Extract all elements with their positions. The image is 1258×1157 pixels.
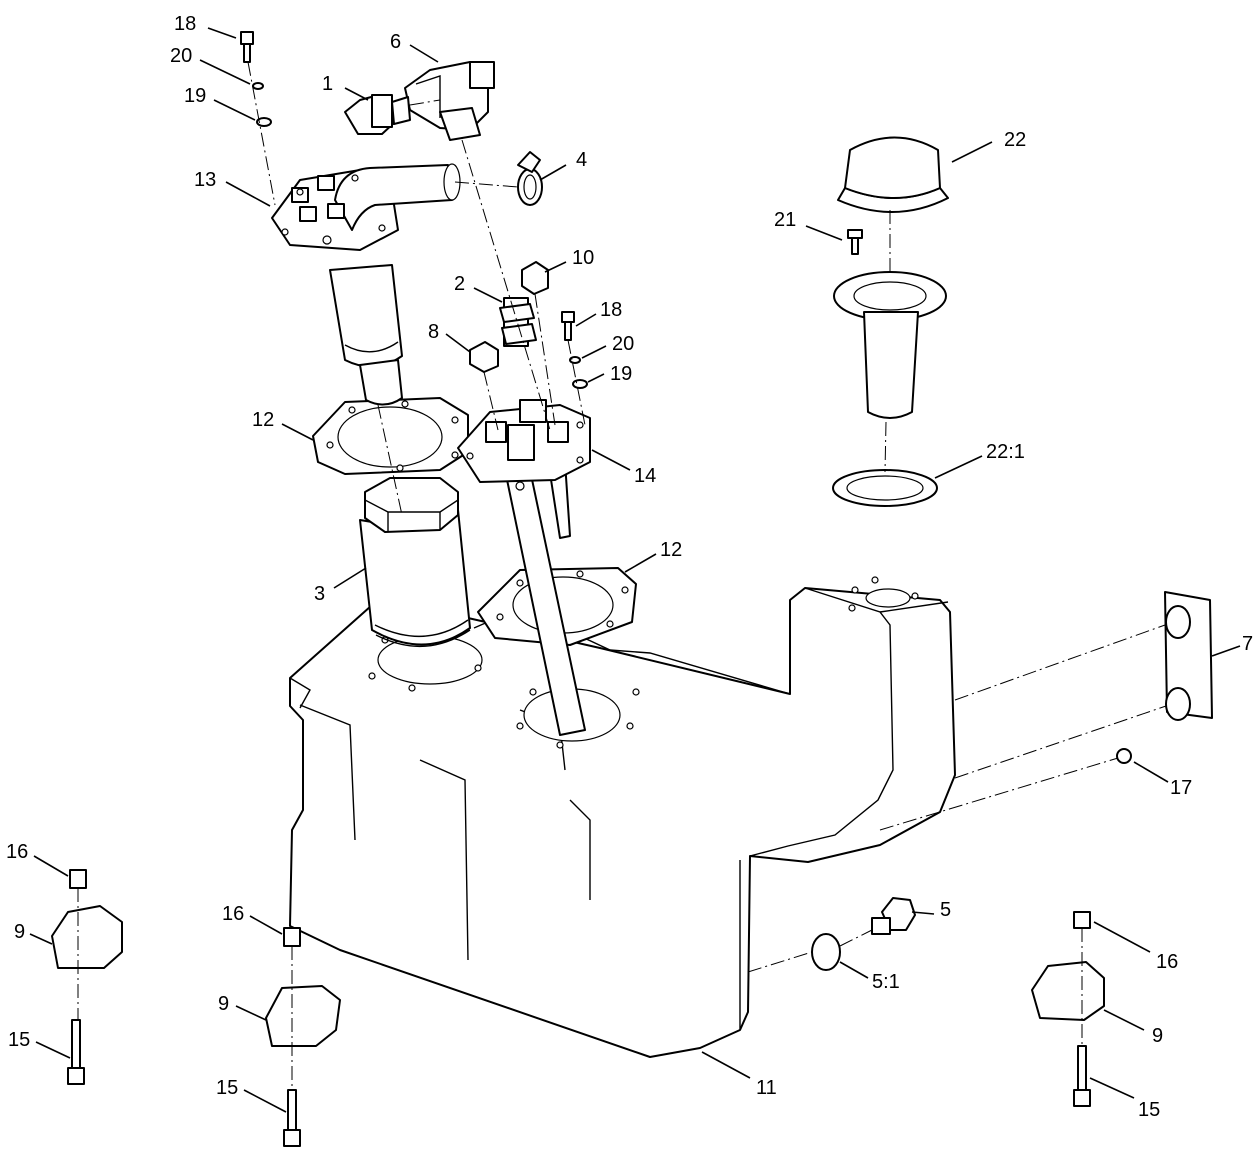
callout-15-left: 15: [8, 1029, 30, 1051]
cap-8: [469, 341, 499, 373]
callout-16-right: 16: [1156, 951, 1178, 973]
callout-9-center: 9: [218, 993, 229, 1015]
callout-20-lower: 20: [612, 333, 634, 355]
assembly-axis-lines: [77, 61, 1167, 1090]
callout-9-left: 9: [14, 921, 25, 943]
o-ring-5-1: [811, 933, 841, 971]
callout-2: 2: [454, 273, 465, 295]
fuel-filter: [359, 477, 471, 648]
gasket-upper: [312, 397, 469, 475]
callout-19-upper: 19: [184, 85, 206, 107]
callout-3: 3: [314, 583, 325, 605]
callout-11: 11: [756, 1077, 777, 1099]
washer-20-upper: [252, 82, 264, 90]
bracket-7: [1164, 591, 1213, 721]
callout-18-upper: 18: [174, 13, 196, 35]
callout-5: 5: [940, 899, 951, 921]
washer-19-upper: [256, 117, 272, 127]
callout-10: 10: [572, 247, 594, 269]
callout-20-upper: 20: [170, 45, 192, 67]
adapter-fitting-1: [344, 94, 411, 135]
callout-16-left: 16: [6, 841, 28, 863]
callout-1: 1: [322, 73, 333, 95]
callout-4: 4: [576, 149, 587, 171]
callout-19-lower: 19: [610, 363, 632, 385]
screw-18-upper: [240, 31, 254, 63]
callout-21: 21: [774, 209, 796, 231]
mount-9-left: [51, 869, 123, 1085]
mount-9-right: [1031, 911, 1105, 1107]
screw-21: [847, 229, 863, 255]
callout-16-center: 16: [222, 903, 244, 925]
callout-9-right: 9: [1152, 1025, 1163, 1047]
washer-19-lower: [572, 379, 588, 389]
fuel-tank: [289, 576, 956, 1058]
callout-12-lower: 12: [660, 539, 682, 561]
pickup-assembly-13: [271, 163, 461, 406]
filler-neck: [833, 271, 947, 419]
drain-plug-5: [871, 897, 916, 935]
fitting-2: [499, 297, 537, 347]
callout-13: 13: [194, 169, 216, 191]
screw-18-lower: [561, 311, 575, 341]
callout-14: 14: [634, 465, 656, 487]
callout-5-1: 5:1: [872, 971, 900, 993]
callout-22: 22: [1004, 129, 1026, 151]
callout-15-center: 15: [216, 1077, 238, 1099]
mount-9-center: [265, 927, 341, 1147]
cap-10: [521, 261, 549, 295]
sender-assembly-14: [457, 399, 591, 736]
callout-18-lower: 18: [600, 299, 622, 321]
elbow-fitting-6: [404, 61, 495, 141]
callout-6: 6: [390, 31, 401, 53]
plug-17: [1116, 748, 1132, 764]
fuel-cap-22: [837, 136, 949, 213]
callout-17: 17: [1170, 777, 1192, 799]
callout-leaders: [29, 27, 1241, 1113]
callout-7: 7: [1242, 633, 1253, 655]
callout-labels: 1 6 18 20 19 13 4 22 21 10 2 18 8 20 19 …: [6, 13, 1253, 1121]
hose-clamp-4: [517, 151, 543, 206]
washer-20-lower: [569, 356, 581, 364]
callout-12-upper: 12: [252, 409, 274, 431]
callout-8: 8: [428, 321, 439, 343]
callout-22-1: 22:1: [986, 441, 1025, 463]
callout-15-right: 15: [1138, 1099, 1160, 1121]
gasket-22-1: [832, 469, 938, 507]
